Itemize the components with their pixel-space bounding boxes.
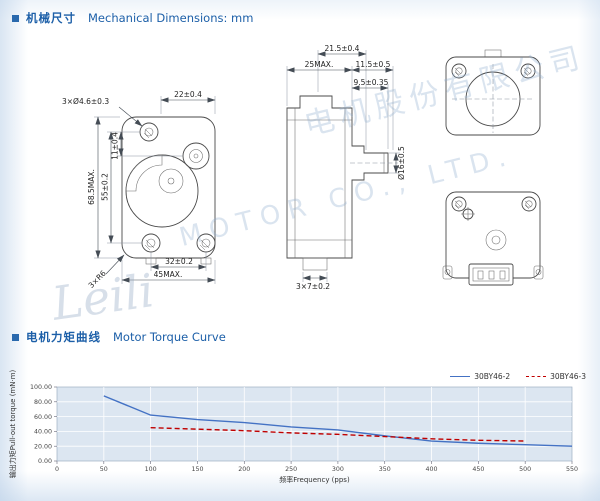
- legend-swatch-icon: [526, 376, 547, 377]
- dim-11-5: 11.5±0.5: [356, 60, 391, 69]
- side-view-drawing: 21.5±0.4 25MAX. 11.5±0.5 9.5±0.35 Ø16±0.…: [286, 44, 406, 291]
- x-tick-label: 50: [100, 466, 108, 473]
- torque-curve-chart: 0 50 100 150 200 250 300 350 400 450 500 550 0.00 20.…: [8, 369, 578, 484]
- legend-swatch-icon: [450, 376, 471, 377]
- plot-area: [56, 386, 573, 462]
- section-bullet-icon: [12, 14, 19, 22]
- legend-label: 30BY46-3: [550, 372, 586, 381]
- dim-55: 55±0.2: [101, 173, 110, 201]
- mech-title-en: Mechanical Dimensions: mm: [88, 11, 254, 25]
- dim-22: 22±0.4: [174, 90, 202, 99]
- y-axis-title: 输出力矩Pull-out torque (mN·m): [8, 369, 17, 478]
- x-tick-label: 200: [238, 466, 250, 473]
- y-tick-label: 60.00: [34, 414, 52, 421]
- dim-32: 32±0.2: [165, 257, 193, 266]
- x-tick-label: 100: [145, 466, 157, 473]
- front-view-drawing: 22±0.4 3×Ø4.6±0.3 68.5MAX. 55±0.2 11±0.4…: [62, 90, 216, 290]
- chart-legend: 30BY46-2 30BY46-3: [450, 372, 586, 381]
- x-tick-label: 400: [426, 466, 438, 473]
- torque-title-en: Motor Torque Curve: [113, 330, 226, 344]
- dim-shaft-diameter: Ø16±0.5: [397, 146, 406, 180]
- dim-45: 45MAX.: [154, 270, 183, 279]
- y-tick-label: 0.00: [38, 458, 52, 465]
- y-tick-label: 20.00: [34, 443, 52, 450]
- legend-item: 30BY46-2: [450, 372, 510, 381]
- top-view-drawing: [445, 49, 541, 136]
- section-bullet-icon: [12, 333, 19, 341]
- rear-view-drawing: [442, 191, 544, 286]
- mech-title-cn: 机械尺寸: [26, 11, 76, 25]
- series-line-30BY46-3: [150, 427, 526, 442]
- dim-3x7: 3×7±0.2: [296, 282, 330, 291]
- dim-r6: 3×R6: [87, 268, 108, 289]
- mechanical-dimensions-header: 机械尺寸 Mechanical Dimensions: mm: [12, 10, 253, 26]
- torque-curve-header: 电机力矩曲线 Motor Torque Curve: [12, 329, 226, 345]
- dim-11: 11±0.4: [111, 132, 120, 160]
- x-tick-label: 350: [379, 466, 391, 473]
- x-tick-label: 250: [285, 466, 297, 473]
- y-tick-label: 40.00: [34, 429, 52, 436]
- x-tick-label: 0: [55, 466, 59, 473]
- dim-68-5: 68.5MAX.: [87, 169, 96, 205]
- x-tick-label: 450: [472, 466, 484, 473]
- y-tick-label: 80.00: [34, 399, 52, 406]
- dim-9-5: 9.5±0.35: [354, 78, 389, 87]
- torque-title-cn: 电机力矩曲线: [26, 330, 101, 344]
- y-tick-label: 100.00: [30, 384, 52, 391]
- x-axis-title: 频率Frequency (pps): [279, 475, 350, 484]
- dim-21-5: 21.5±0.4: [325, 44, 360, 53]
- dim-holes: 3×Ø4.6±0.3: [62, 97, 109, 106]
- legend-item: 30BY46-3: [526, 372, 586, 381]
- mechanical-drawings-svg: 22±0.4 3×Ø4.6±0.3 68.5MAX. 55±0.2 11±0.4…: [62, 44, 544, 291]
- x-tick-label: 500: [519, 466, 531, 473]
- legend-label: 30BY46-2: [474, 372, 511, 381]
- dim-25: 25MAX.: [305, 60, 334, 69]
- series-line-30BY46-2: [103, 395, 573, 447]
- x-tick-label: 300: [332, 466, 344, 473]
- x-tick-label: 150: [191, 466, 203, 473]
- x-tick-label: 550: [566, 466, 578, 473]
